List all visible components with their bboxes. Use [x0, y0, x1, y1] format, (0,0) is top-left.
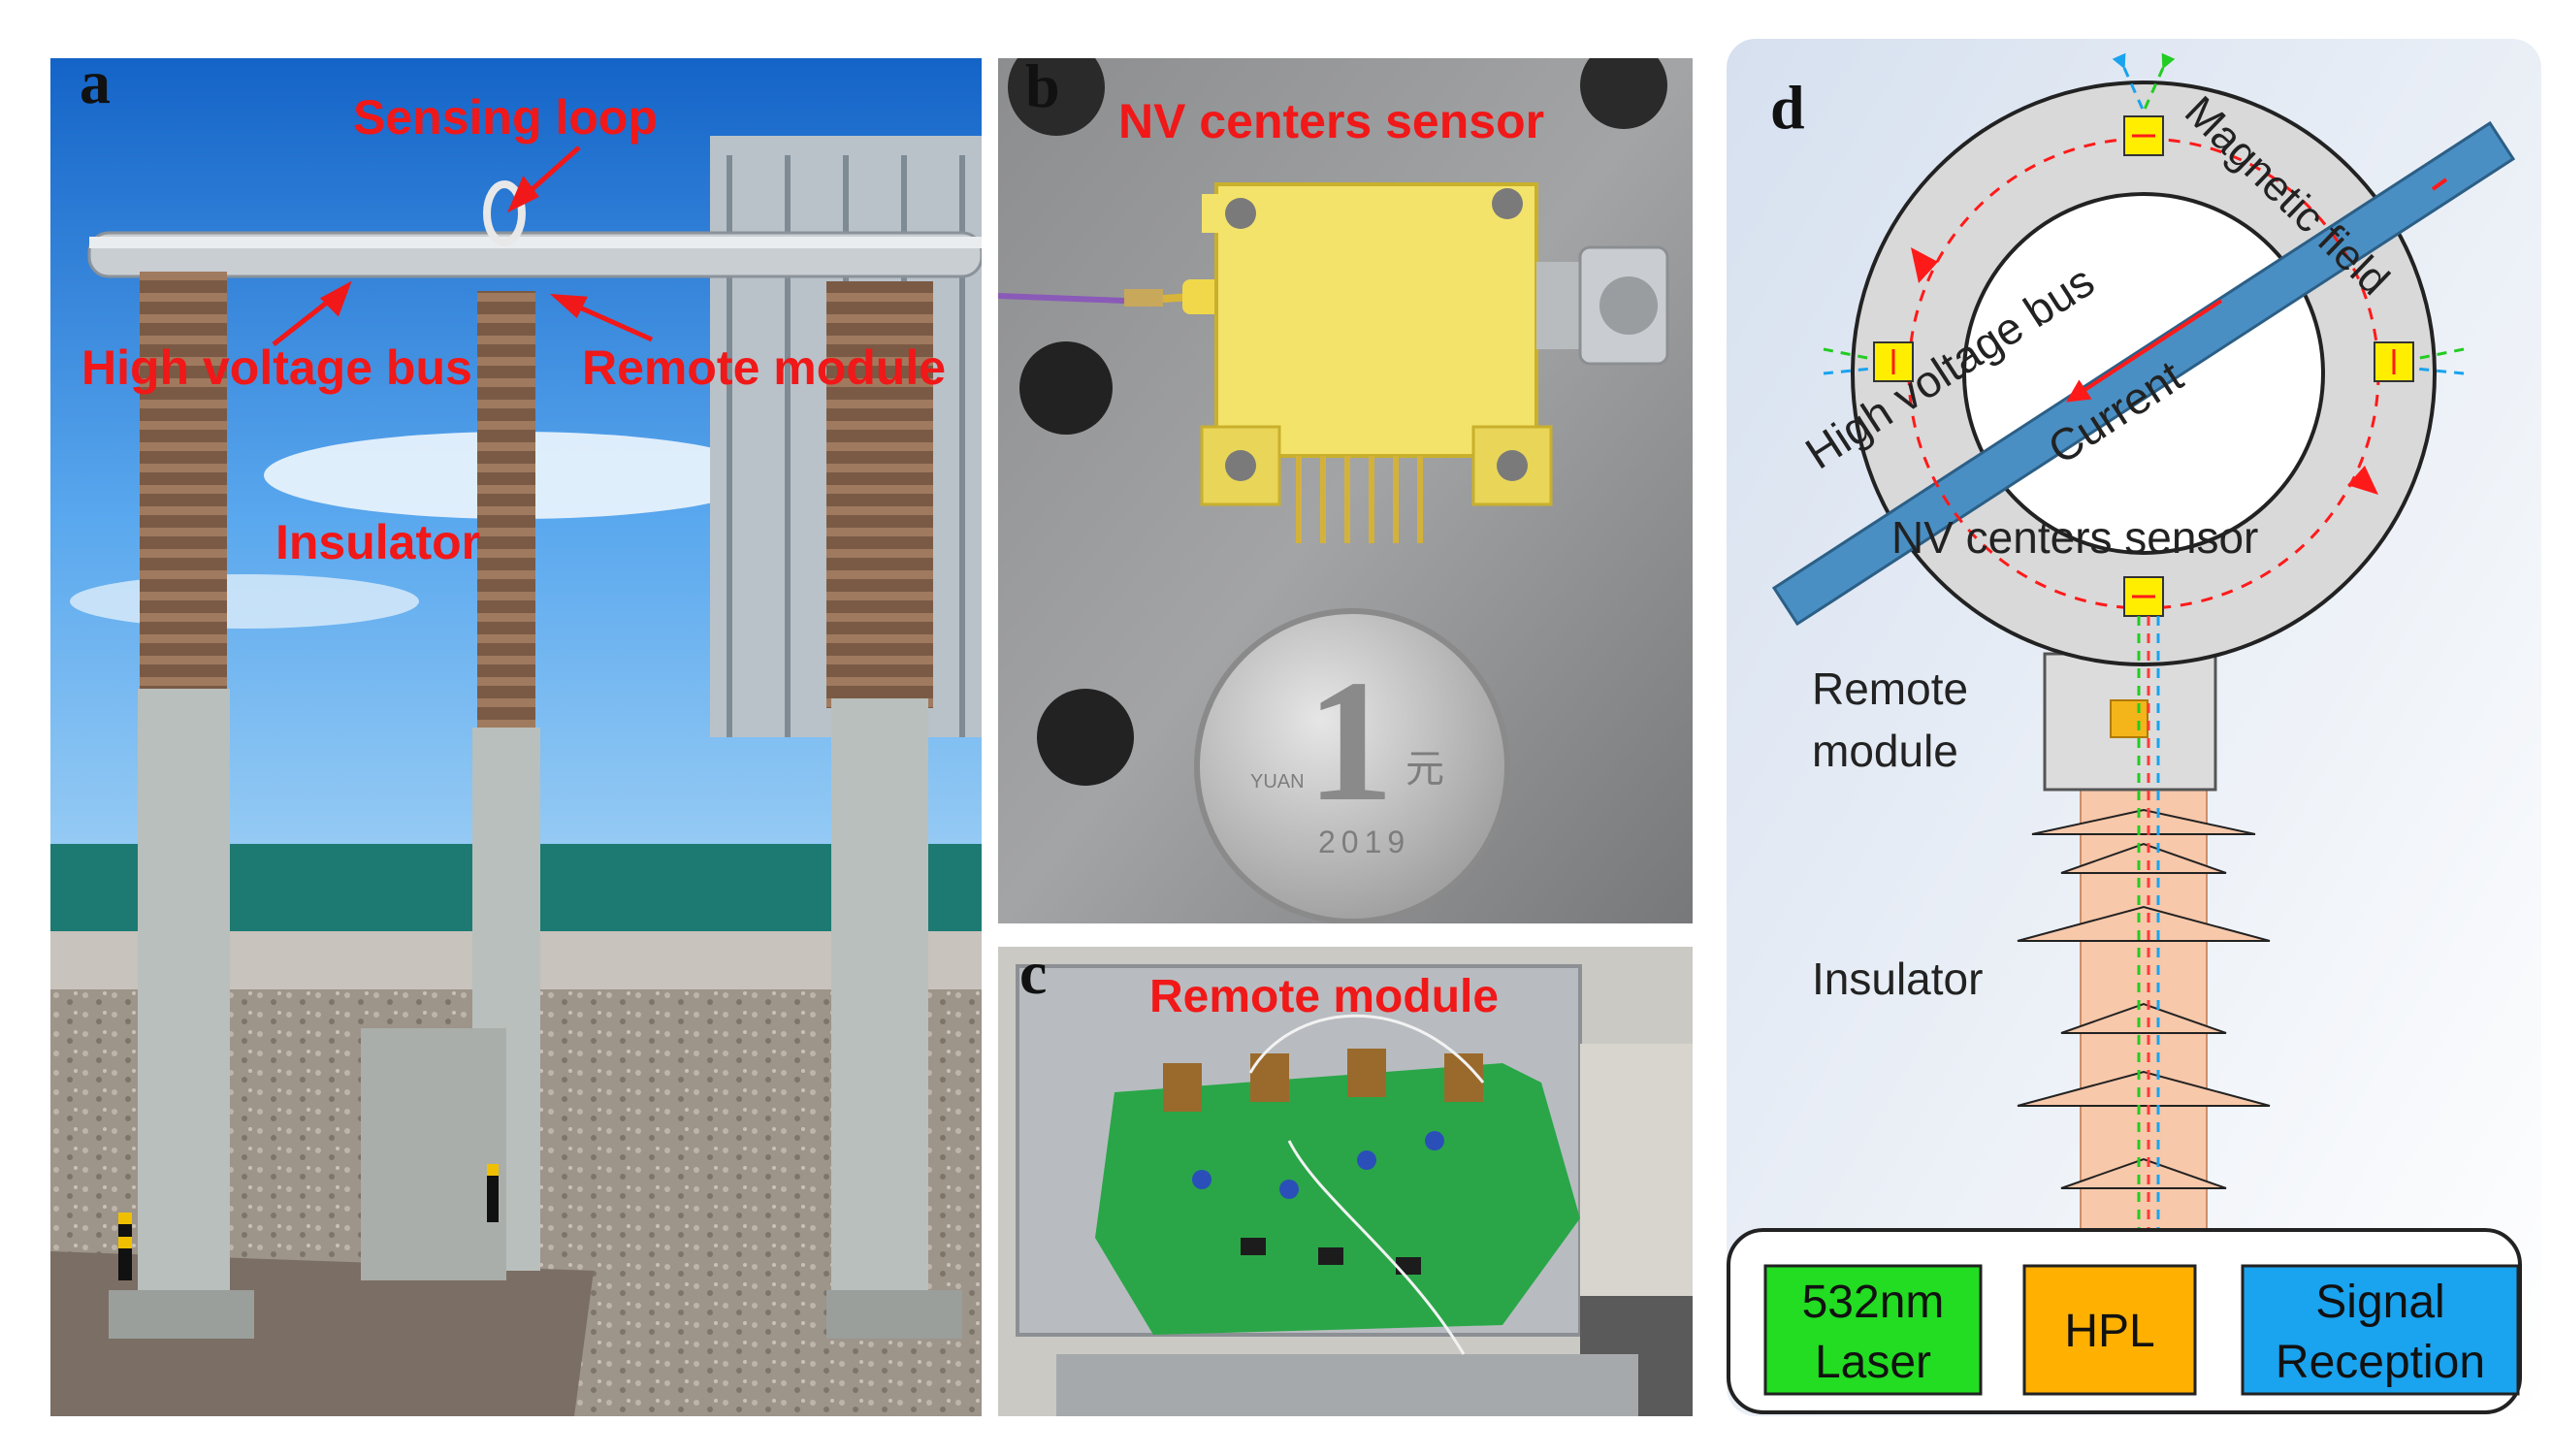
laser-box-line2: Laser: [1815, 1337, 1931, 1388]
remote-module-illustration: [998, 947, 1693, 1416]
signal-reception-box: [2241, 1264, 2520, 1396]
signal-box-line1: Signal: [2315, 1277, 2444, 1328]
nv-centers-sensor-label: NV centers sensor: [1118, 94, 1545, 148]
signal-box-line2: Reception: [2276, 1337, 2485, 1388]
remote-module-schematic-label-1: Remote: [1812, 663, 1968, 714]
hpl-box: [2022, 1264, 2197, 1396]
coin-value: 1: [1307, 644, 1394, 837]
panel-c-photo: c Remote module: [998, 947, 1693, 1416]
panel-d-schematic: Magnetic field High voltage bus Current …: [1727, 39, 2541, 1416]
remote-module-label: Remote module: [582, 340, 947, 395]
remote-module-photo-label: Remote module: [1149, 971, 1500, 1022]
coin-yuan: YUAN: [1250, 771, 1305, 793]
sensing-loop-label: Sensing loop: [353, 90, 658, 145]
panel-d-letter: d: [1770, 73, 1805, 142]
high-voltage-bus-label: High voltage bus: [81, 340, 472, 395]
laser-box: [1763, 1264, 1983, 1396]
panel-a-photo: a Sensing loop High voltage bus Remote m…: [50, 58, 982, 1416]
nv-sensor-squares: [1873, 115, 2414, 617]
chip-icon: [2110, 699, 2148, 738]
nv-centers-sensor-schematic-label: NV centers sensor: [1891, 512, 2258, 563]
panel-c-letter: c: [1019, 947, 1048, 1007]
panel-b-photo: b NV centers sensor 1 元 YUAN 2019: [998, 58, 1693, 923]
bus-bar: [1771, 120, 2516, 627]
panel-a-letter: a: [80, 58, 111, 116]
remote-module-schematic-label-2: module: [1812, 726, 1958, 776]
panel-b-letter: b: [1025, 58, 1060, 120]
substation-illustration: [50, 58, 982, 1416]
laser-box-line1: 532nm: [1802, 1277, 1945, 1328]
coin-year: 2019: [1318, 825, 1411, 859]
insulator-schematic-label: Insulator: [1812, 954, 1983, 1004]
current-arrow: [2065, 299, 2223, 403]
hpl-box-label: HPL: [2064, 1306, 2154, 1357]
insulator-label: Insulator: [275, 515, 481, 569]
nv-sensor-illustration: [998, 58, 1693, 923]
panel-a-arrows: [272, 146, 654, 346]
coin-unit: 元: [1405, 747, 1444, 792]
